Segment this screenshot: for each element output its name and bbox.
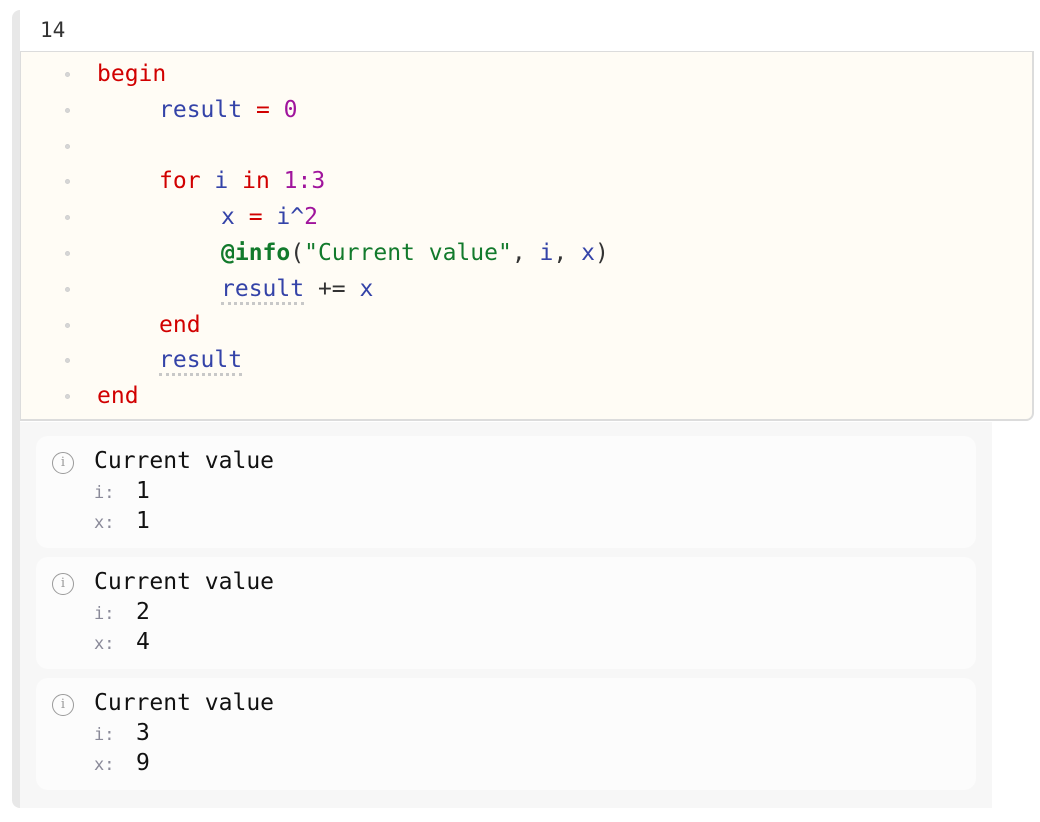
code-text: for i in 1:3 xyxy=(159,163,325,199)
logs-panel: i Current value i: 1 x: 1 i Current value … xyxy=(20,422,992,808)
code-token: begin xyxy=(97,61,167,87)
code-token: 0 xyxy=(283,96,298,123)
code-text: result += x xyxy=(221,271,373,307)
log-field-value: 1 xyxy=(136,508,150,534)
code-token: x xyxy=(359,275,374,302)
log-field-key: i: xyxy=(94,604,115,624)
code-line[interactable]: end xyxy=(21,378,1032,414)
code-token: end xyxy=(159,311,201,338)
code-token: i xyxy=(539,240,554,266)
info-icon: i xyxy=(52,573,74,595)
log-field-value: 1 xyxy=(136,478,150,504)
code-line[interactable] xyxy=(21,128,1032,164)
code-token: = xyxy=(234,204,277,231)
line-gutter-dot-icon xyxy=(65,72,70,77)
code-token: += xyxy=(304,275,360,302)
code-token: result xyxy=(159,347,243,377)
log-field-key: x: xyxy=(94,755,115,775)
code-text: result xyxy=(159,342,243,378)
log-message: Current value xyxy=(94,690,275,716)
line-gutter-dot-icon xyxy=(65,358,70,364)
log-field-key: i: xyxy=(94,483,115,503)
code-text: result = 0 xyxy=(159,92,298,128)
output-value: 14 xyxy=(40,18,66,42)
code-line[interactable]: result xyxy=(21,342,1032,378)
info-icon: i xyxy=(52,694,74,716)
code-token: = xyxy=(242,96,284,123)
code-token: , xyxy=(553,240,582,266)
log-field: i: 1 xyxy=(94,478,150,504)
code-token: for xyxy=(159,168,215,195)
line-gutter-dot-icon xyxy=(65,179,70,185)
code-line[interactable]: result = 0 xyxy=(21,92,1032,128)
code-token: , xyxy=(511,240,540,266)
code-token: in xyxy=(228,168,284,195)
log-field: x: 9 xyxy=(94,750,150,776)
code-token: @info xyxy=(221,240,291,266)
code-line[interactable]: @info("Current value", i, x) xyxy=(21,235,1032,271)
code-token: i xyxy=(214,168,229,195)
log-field-value: 4 xyxy=(136,629,150,655)
log-message: Current value xyxy=(94,448,275,474)
log-field-key: x: xyxy=(94,634,115,654)
log-field-value: 3 xyxy=(136,720,150,746)
cell-output: 14 xyxy=(20,10,1034,52)
code-token: end xyxy=(97,383,139,410)
code-token: 1:3 xyxy=(283,168,326,195)
code-token: ) xyxy=(594,240,609,266)
code-token: x xyxy=(581,240,595,266)
log-field-value: 2 xyxy=(136,599,150,625)
code-token: ^ xyxy=(290,204,305,231)
code-text: begin xyxy=(97,56,166,92)
log-field: x: 1 xyxy=(94,508,150,534)
code-token: result xyxy=(159,96,243,123)
code-text: x = i^2 xyxy=(221,199,318,235)
log-entry: i Current value i: 1 x: 1 xyxy=(36,436,976,548)
log-field-key: i: xyxy=(94,725,115,745)
code-text: end xyxy=(97,378,139,414)
line-gutter-dot-icon xyxy=(65,394,70,400)
line-gutter-dot-icon xyxy=(65,322,70,328)
code-text: end xyxy=(159,307,201,343)
code-line[interactable]: end xyxy=(21,307,1032,343)
code-line[interactable]: for i in 1:3 xyxy=(21,163,1032,199)
info-icon: i xyxy=(52,452,74,474)
code-token: x xyxy=(221,204,235,231)
code-text: @info("Current value", i, x) xyxy=(221,235,609,271)
code-token: 2 xyxy=(304,204,318,231)
line-gutter-dot-icon xyxy=(65,251,70,256)
code-line[interactable]: begin xyxy=(21,56,1032,92)
line-gutter-dot-icon xyxy=(65,215,70,221)
log-field-key: x: xyxy=(94,513,115,533)
line-gutter-dot-icon xyxy=(65,286,70,292)
code-line[interactable]: result += x xyxy=(21,271,1032,307)
line-gutter-dot-icon xyxy=(65,143,70,149)
log-message: Current value xyxy=(94,569,275,595)
log-field: i: 2 xyxy=(94,599,150,625)
code-token: "Current value" xyxy=(304,240,512,266)
log-field: x: 4 xyxy=(94,629,150,655)
line-gutter-dot-icon xyxy=(65,107,70,113)
code-line[interactable]: x = i^2 xyxy=(21,199,1032,235)
log-entry: i Current value i: 3 x: 9 xyxy=(36,678,976,790)
code-token: result xyxy=(221,275,305,305)
code-token: ( xyxy=(290,240,305,266)
log-entry: i Current value i: 2 x: 4 xyxy=(36,557,976,669)
log-field: i: 3 xyxy=(94,720,150,746)
code-token: i xyxy=(276,204,291,231)
log-field-value: 9 xyxy=(136,750,150,776)
cell-drag-handle[interactable] xyxy=(12,10,20,808)
